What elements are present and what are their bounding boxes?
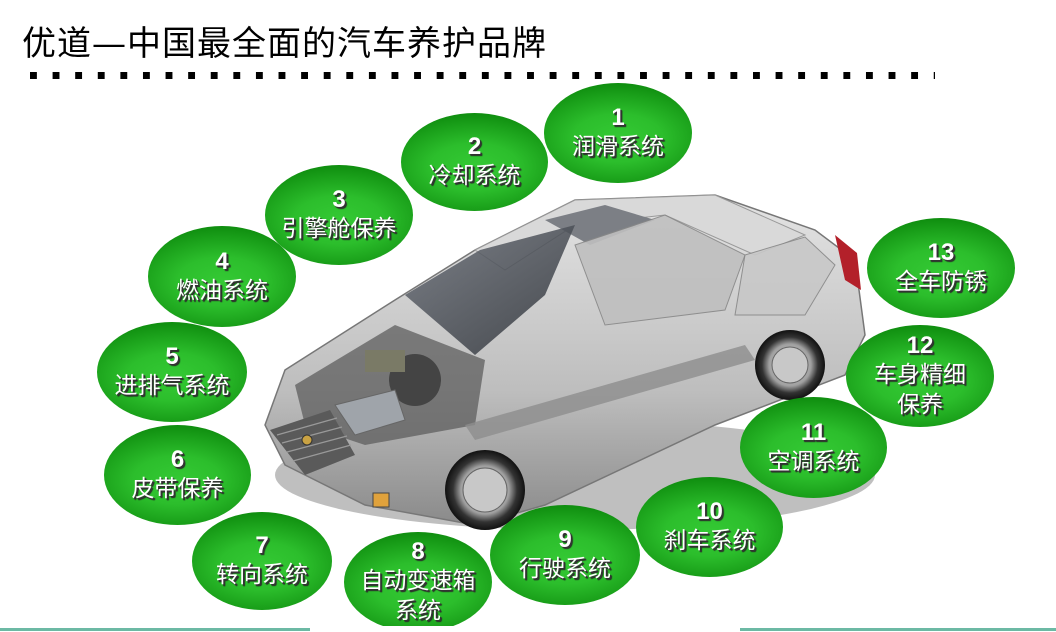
bubble-label-line2: 保养	[897, 392, 943, 418]
bubble-number: 9	[558, 526, 572, 553]
bubble-label: 自动变速箱	[360, 568, 476, 594]
bubble-label: 引擎舱保养	[281, 216, 397, 242]
service-bubble-steering: 7 转向系统	[192, 512, 332, 610]
bubble-label: 进排气系统	[114, 373, 230, 399]
bubble-label: 冷却系统	[428, 163, 521, 189]
bubble-number: 6	[170, 446, 185, 473]
bubble-label: 全车防锈	[895, 269, 987, 295]
car-cutaway-image	[264, 194, 875, 530]
service-bubble-belt: 6 皮带保养	[104, 425, 251, 525]
service-bubble-engine-bay: 3 引擎舱保养	[265, 165, 413, 265]
service-bubble-fuel: 4 燃油系统	[148, 226, 296, 327]
bubble-number: 4	[215, 247, 229, 275]
service-bubble-suspension: 9 行驶系统	[490, 505, 640, 605]
bubble-number: 2	[467, 133, 482, 160]
bubble-label: 燃油系统	[176, 277, 268, 304]
bubble-label: 润滑系统	[572, 134, 664, 160]
bubble-label: 空调系统	[767, 448, 860, 475]
bubble-number: 1	[611, 104, 625, 131]
bubble-number: 10	[696, 498, 723, 525]
slide-title: 优道—中国最全面的汽车养护品牌	[22, 24, 547, 64]
service-bubble-rustproofing: 13 全车防锈	[867, 218, 1015, 318]
service-bubble-lubrication: 1 润滑系统	[544, 83, 692, 183]
service-bubble-transmission: 8 自动变速箱 系统	[344, 532, 492, 632]
bubble-label: 行驶系统	[519, 556, 611, 582]
service-bubble-cooling: 2 冷却系统	[401, 113, 548, 211]
bubble-number: 7	[255, 532, 269, 559]
bubble-number: 8	[411, 538, 425, 565]
bubble-number: 3	[332, 186, 346, 213]
bubble-label: 刹车系统	[663, 528, 756, 554]
service-bubble-intake-exhaust: 5 进排气系统	[97, 322, 247, 422]
bubble-number: 13	[927, 239, 955, 266]
bubble-label: 车身精细	[874, 362, 966, 388]
dotted-divider	[30, 72, 935, 79]
service-bubble-brake: 10 刹车系统	[636, 477, 783, 577]
bubble-label-line2: 系统	[395, 598, 441, 624]
bubble-number: 11	[800, 418, 827, 446]
service-bubble-air-conditioning: 11 空调系统	[740, 397, 887, 498]
bubble-label: 转向系统	[216, 562, 308, 588]
bubble-number: 5	[165, 343, 179, 370]
footer-divider-gap	[310, 626, 740, 632]
bubble-number: 12	[906, 332, 934, 359]
bubble-label: 皮带保养	[131, 476, 224, 502]
service-bubble-body-detailing: 12 车身精细 保养	[846, 325, 994, 427]
